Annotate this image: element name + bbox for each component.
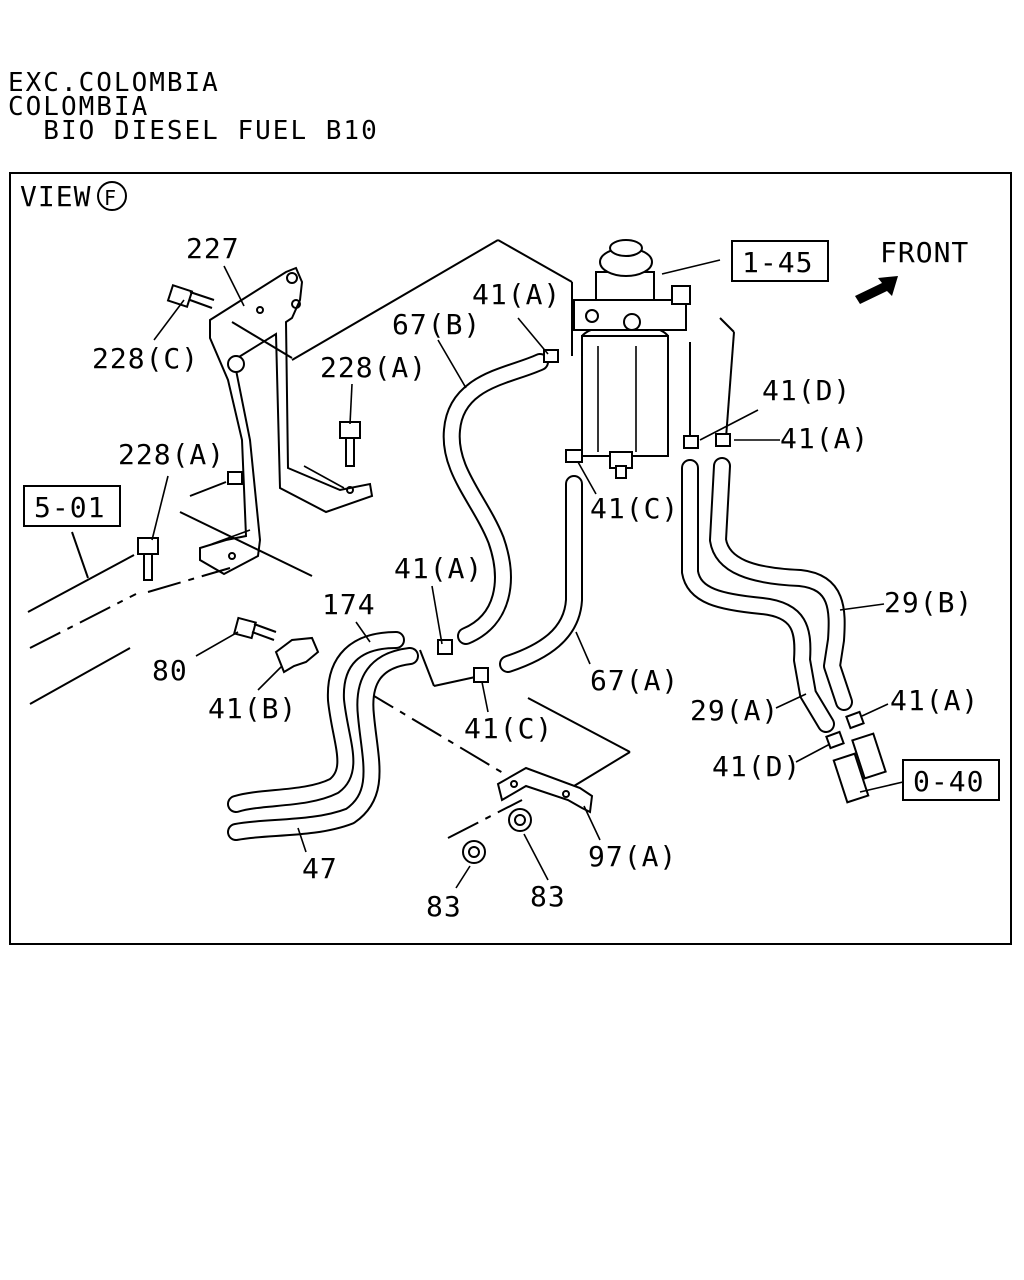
ref-box-1-45-label: 1-45 <box>742 246 813 279</box>
view-letter: F <box>104 186 117 210</box>
callout-41a-right: 41(A) <box>780 422 869 455</box>
header-line-1: EXC.COLOMBIA <box>8 68 220 98</box>
bracket-227 <box>199 266 374 576</box>
callout-228a-top: 228(A) <box>320 351 427 384</box>
bolt-228c <box>166 284 215 309</box>
callout-228a-left: 228(A) <box>118 438 225 471</box>
front-arrow-icon <box>855 276 898 304</box>
header-line-2: COLOMBIA <box>8 92 150 122</box>
clamp-41a-right <box>715 433 731 447</box>
hose-29a <box>681 459 835 733</box>
ref-box-0-40-label: 0-40 <box>913 765 984 798</box>
header-line-3: BIO DIESEL FUEL B10 <box>8 116 379 146</box>
ref-box-5-01-label: 5-01 <box>34 491 105 524</box>
fuel-filter <box>573 239 721 479</box>
callout-41d-low: 41(D) <box>712 750 801 783</box>
stud-small <box>227 471 243 485</box>
callout-83-right: 83 <box>530 880 566 913</box>
clamp-41b <box>274 636 320 674</box>
nut-83-right <box>508 808 532 832</box>
ref-box-1-45 <box>731 240 829 282</box>
bolt-228a-left <box>137 537 159 581</box>
bolt-228a-top <box>339 421 361 467</box>
hose-67a <box>499 475 583 673</box>
clamp-41a-mid <box>437 639 453 655</box>
callout-228c: 228(C) <box>92 342 199 375</box>
callout-41d-top: 41(D) <box>762 374 851 407</box>
hose-174-47 <box>227 631 419 841</box>
view-label: VIEW <box>20 180 91 213</box>
callout-41a-low: 41(A) <box>890 684 979 717</box>
callout-67b: 67(B) <box>392 308 481 341</box>
nut-83-left <box>462 840 486 864</box>
ref-box-5-01 <box>23 485 121 527</box>
callout-83-left: 83 <box>426 890 462 923</box>
callout-41a-top: 41(A) <box>472 278 561 311</box>
callout-41a-mid: 41(A) <box>394 552 483 585</box>
callout-67a: 67(A) <box>590 664 679 697</box>
clamp-41a-low <box>845 710 865 730</box>
callout-174: 174 <box>322 588 376 621</box>
clamp-41d-low <box>825 730 845 750</box>
ref-box-0-40 <box>902 759 1000 801</box>
clamp-41c-mid <box>473 667 489 683</box>
callout-80: 80 <box>152 654 188 687</box>
diagram-frame <box>9 172 1012 945</box>
view-circle-icon <box>97 181 127 211</box>
callout-41b: 41(B) <box>208 692 297 725</box>
clamp-41d-top <box>683 435 699 449</box>
callout-47: 47 <box>302 852 338 885</box>
front-label: FRONT <box>880 236 969 269</box>
callout-leaders <box>151 265 889 889</box>
hose-29b <box>709 457 853 711</box>
callout-97a: 97(A) <box>588 840 677 873</box>
callout-227: 227 <box>186 232 240 265</box>
frame-rail <box>27 531 137 705</box>
bolt-80 <box>233 616 277 641</box>
clamp-41c-top <box>565 449 583 463</box>
callout-41c-mid: 41(C) <box>464 712 553 745</box>
callout-41c-top: 41(C) <box>590 492 679 525</box>
assembly-lines <box>147 239 735 839</box>
callout-29b: 29(B) <box>884 586 973 619</box>
callout-29a: 29(A) <box>690 694 779 727</box>
hose-67b <box>442 353 549 645</box>
connector-0-40 <box>832 732 904 804</box>
